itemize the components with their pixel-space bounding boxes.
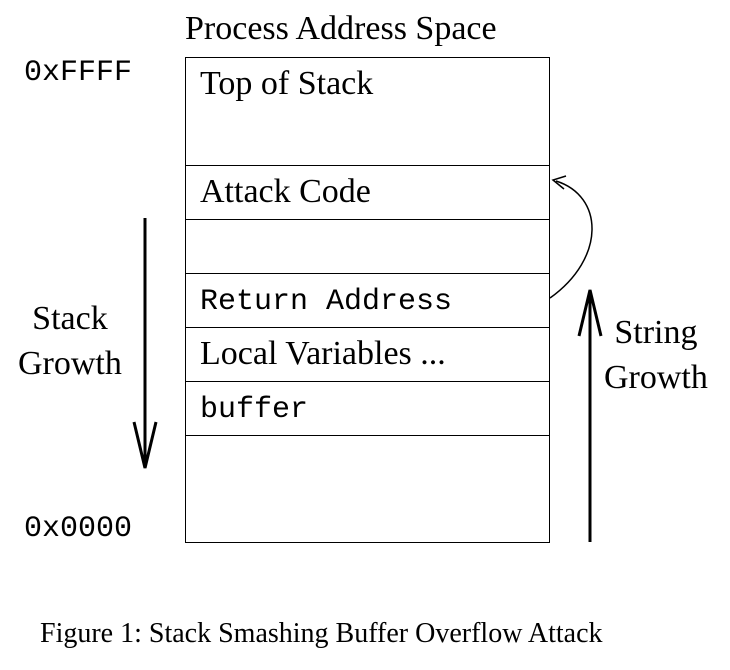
row-attack-code: Attack Code: [186, 166, 549, 220]
row-divider: [186, 381, 549, 382]
address-low-label: 0x0000: [24, 512, 133, 546]
row-label-local-variables: Local Variables ...: [200, 335, 446, 372]
row-divider: [186, 219, 549, 220]
row-return-address: Return Address: [186, 274, 549, 328]
row-divider: [186, 327, 549, 328]
row-label-top-of-stack: Top of Stack: [200, 65, 374, 102]
row-local-variables: Local Variables ...: [186, 328, 549, 382]
row-top-of-stack: Top of Stack: [186, 58, 549, 166]
diagram-title: Process Address Space: [185, 10, 497, 47]
string-growth-arrow-head: [577, 289, 603, 337]
return-address-curved-arrow-head: [551, 175, 567, 190]
stack-growth-arrow-head: [132, 421, 158, 469]
string-growth-line1: String: [614, 314, 698, 351]
address-high-label: 0xFFFF: [24, 56, 133, 90]
row-divider: [186, 435, 549, 436]
return-address-curved-arrow: [549, 180, 593, 299]
string-growth-line2: Growth: [604, 359, 708, 396]
row-buffer: buffer: [186, 382, 549, 436]
row-label-attack-code: Attack Code: [200, 173, 371, 210]
stack-growth-label: Stack Growth: [18, 296, 122, 386]
row-label-buffer: buffer: [200, 393, 309, 427]
address-space-box: Top of Stack Attack Code Return Address …: [185, 57, 550, 543]
stack-growth-line2: Growth: [18, 345, 122, 382]
figure-caption: Figure 1: Stack Smashing Buffer Overflow…: [40, 618, 603, 649]
row-divider: [186, 273, 549, 274]
string-growth-label: String Growth: [604, 310, 708, 400]
stack-growth-line1: Stack: [32, 300, 108, 337]
row-divider: [186, 165, 549, 166]
row-label-return-address: Return Address: [200, 285, 453, 319]
